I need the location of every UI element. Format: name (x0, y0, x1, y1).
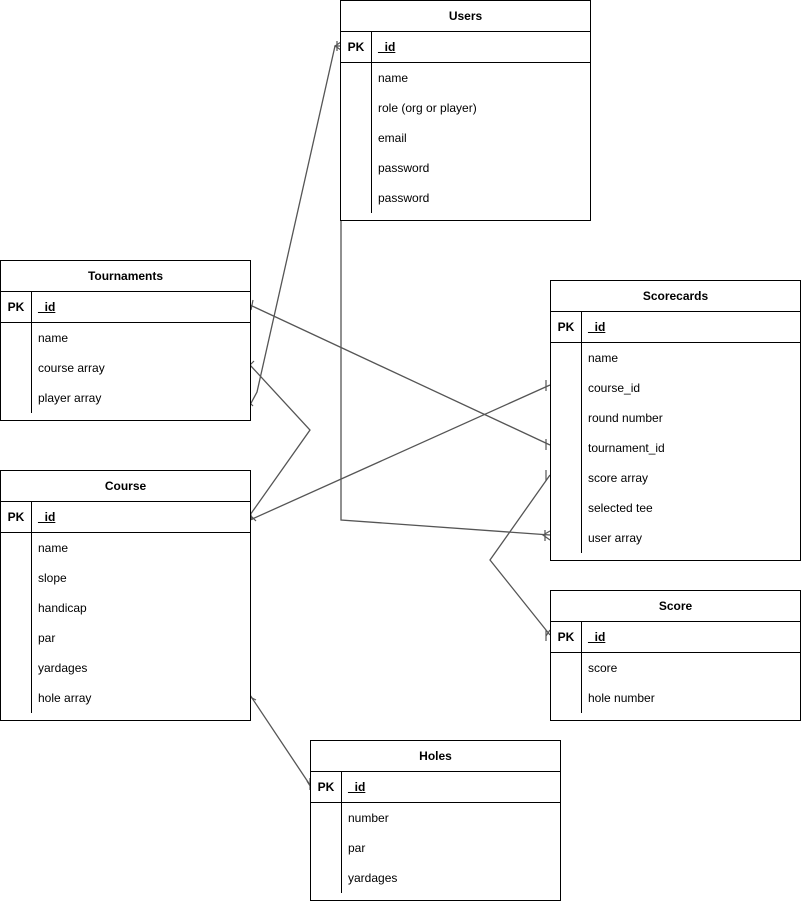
field: name (588, 351, 619, 365)
pk-row: PK _id (1, 292, 250, 323)
pk-row: PK _id (341, 32, 590, 63)
pk-row: PK _id (311, 772, 560, 803)
field: role (org or player) (378, 101, 477, 115)
field: user array (588, 531, 643, 545)
field-list: name slope handicap par yardages hole ar… (1, 533, 250, 713)
line-tournaments-scorecards (249, 304, 551, 446)
line-scorecards-score (489, 474, 551, 636)
pk-label: PK (557, 320, 575, 334)
line-tournaments-users (249, 45, 341, 406)
pk-row: PK _id (551, 622, 800, 653)
entity-tournaments[interactable]: Tournaments PK _id name course array pla… (0, 260, 251, 421)
field: name (38, 541, 69, 555)
field: hole array (38, 691, 92, 705)
field-list: score hole number (551, 653, 800, 713)
entity-score[interactable]: Score PK _id score hole number (550, 590, 801, 721)
entity-course[interactable]: Course PK _id name slope handicap par ya… (0, 470, 251, 721)
pk-row: PK _id (551, 312, 800, 343)
field: yardages (38, 661, 88, 675)
field: selected tee (588, 501, 653, 515)
field: par (348, 841, 366, 855)
field: player array (38, 391, 102, 405)
field: score (588, 661, 618, 675)
field-list: number par yardages (311, 803, 560, 893)
pk-label: PK (7, 510, 25, 524)
field: yardages (348, 871, 398, 885)
pk-label: PK (7, 300, 25, 314)
field: tournament_id (588, 441, 665, 455)
entity-title: Scorecards (551, 281, 800, 312)
entity-title: Score (551, 591, 800, 622)
field: handicap (38, 601, 87, 615)
pk-field: _id (588, 320, 606, 334)
field: password (378, 191, 430, 205)
field: course array (38, 361, 105, 375)
marker-course-hole (249, 696, 257, 701)
entity-title: Tournaments (1, 261, 250, 292)
pk-field: _id (348, 780, 366, 794)
pk-field: _id (588, 630, 606, 644)
marker-tournaments-id (250, 299, 254, 311)
field-list: name course array player array (1, 323, 250, 413)
field: email (378, 131, 407, 145)
field: name (38, 331, 69, 345)
pk-label: PK (557, 630, 575, 644)
field: password (378, 161, 430, 175)
field: course_id (588, 381, 641, 395)
marker-score-pk (545, 629, 551, 641)
pk-label: PK (347, 40, 365, 54)
field-list: name role (org or player) email password… (341, 63, 590, 213)
pk-field: _id (38, 300, 56, 314)
entity-scorecards[interactable]: Scorecards PK _id name course_id round n… (550, 280, 801, 561)
pk-label: PK (317, 780, 335, 794)
line-course-holes (249, 694, 311, 786)
entity-holes[interactable]: Holes PK _id number par yardages (310, 740, 561, 901)
field-list: name course_id round number tournament_i… (551, 343, 800, 553)
pk-field: _id (38, 510, 56, 524)
line-users-scorecards (340, 220, 551, 536)
entity-title: Holes (311, 741, 560, 772)
field: name (378, 71, 409, 85)
entity-title: Course (1, 471, 250, 502)
field: score array (588, 471, 649, 485)
field: hole number (588, 691, 655, 705)
pk-row: PK _id (1, 502, 250, 533)
marker-scorecards-user (541, 530, 551, 541)
pk-field: _id (378, 40, 396, 54)
line-tournaments-course (249, 364, 311, 516)
marker-users-pk (333, 41, 342, 51)
entity-title: Users (341, 1, 590, 32)
field: round number (588, 411, 663, 425)
field: par (38, 631, 56, 645)
line-course-scorecards (249, 384, 551, 521)
entity-users[interactable]: Users PK _id name role (org or player) e… (340, 0, 591, 221)
field: slope (38, 571, 67, 585)
field: number (348, 811, 389, 825)
